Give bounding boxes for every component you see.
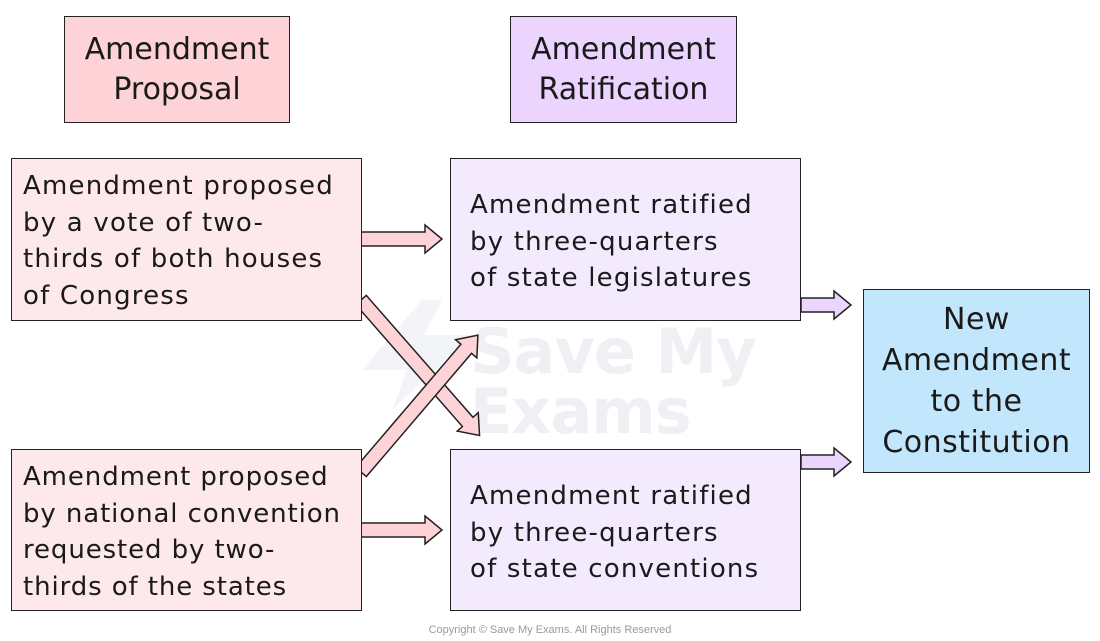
box-text-line: of Congress: [23, 280, 190, 311]
arrow-convention-to-conventions: [360, 514, 444, 546]
box-text-line: by three-quarters: [470, 226, 719, 257]
arrow-convention-to-legislatures: [354, 334, 479, 478]
ratification-header: Amendment Ratification: [510, 16, 737, 123]
box-text-line: by national convention: [23, 498, 341, 529]
proposal-convention-box: Amendment proposed by national conventio…: [11, 449, 362, 611]
box-text-line: thirds of the states: [23, 571, 288, 602]
watermark-line: Save My: [470, 315, 757, 388]
arrow-congress-to-legislatures: [360, 223, 444, 255]
proposal-header: Amendment Proposal: [64, 16, 290, 123]
copyright-notice: Copyright © Save My Exams. All Rights Re…: [428, 624, 672, 636]
ratification-legislatures-box: Amendment ratified by three-quarters of …: [450, 158, 801, 321]
proposal-header-line: Proposal: [113, 71, 241, 107]
result-text-line: New: [943, 302, 1010, 337]
box-text-line: requested by two-: [23, 535, 276, 565]
box-text-line: Amendment proposed: [23, 171, 334, 201]
new-amendment-box: New Amendment to the Constitution: [863, 289, 1090, 473]
box-text-line: by a vote of two-: [23, 207, 265, 238]
arrow-conventions-to-result: [800, 446, 853, 478]
result-text-line: to the: [930, 384, 1023, 419]
result-text-line: Amendment: [881, 343, 1072, 378]
box-text-line: of state conventions: [470, 554, 760, 584]
box-text-line: Amendment ratified: [470, 190, 753, 220]
result-text-line: Constitution: [882, 425, 1071, 460]
box-text-line: Amendment ratified: [470, 481, 753, 511]
arrow-congress-to-conventions: [354, 294, 481, 437]
arrow-legislatures-to-result: [800, 289, 853, 321]
watermark: Save My Exams: [470, 315, 757, 448]
ratification-header-line: Ratification: [538, 71, 709, 107]
ratification-conventions-box: Amendment ratified by three-quarters of …: [450, 449, 801, 611]
proposal-congress-box: Amendment proposed by a vote of two- thi…: [11, 158, 362, 321]
box-text-line: of state legislatures: [470, 263, 753, 293]
box-text-line: Amendment proposed: [23, 462, 329, 492]
proposal-header-line: Amendment: [84, 31, 270, 67]
box-text-line: thirds of both houses: [23, 244, 324, 274]
watermark-line: Exams: [470, 375, 692, 448]
ratification-header-line: Amendment: [531, 31, 716, 67]
box-text-line: by three-quarters: [470, 517, 719, 548]
